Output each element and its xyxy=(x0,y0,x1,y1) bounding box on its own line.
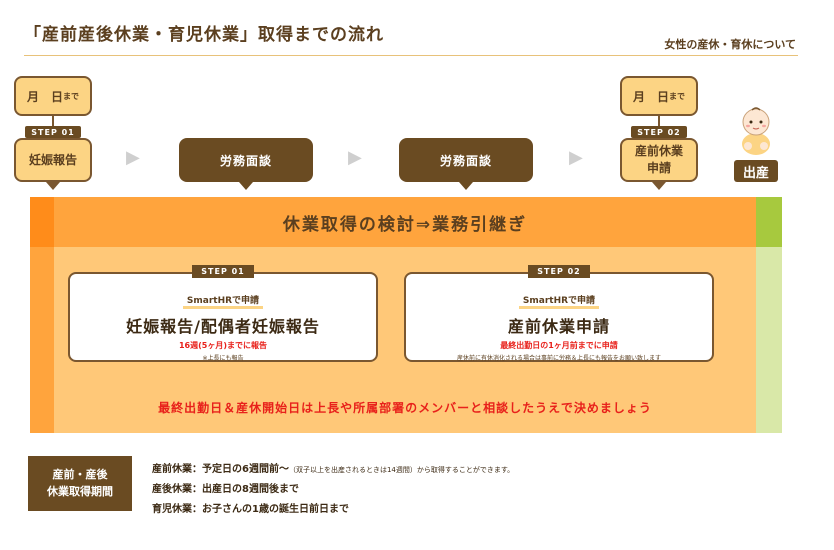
date-connector-1 xyxy=(52,116,54,126)
meeting1-label: 労務面談 xyxy=(219,153,272,168)
prenatal-period-note: （双子以上を出産されるときは14週間）から取得することができます。 xyxy=(288,466,515,474)
hr-meeting-1[interactable]: 労務面談 xyxy=(179,138,313,182)
step-tag-2: STEP 02 xyxy=(631,126,687,138)
step2-card[interactable]: SmartHRで申請 産前休業申請 最終出勤日の1ヶ月前までに申請 産休前に有休… xyxy=(404,272,714,362)
prenatal-period-line: 産前休業：予定日の6週間前〜（双子以上を出産されるときは14週間）から取得するこ… xyxy=(152,460,514,475)
prenatal-period-main: 産前休業：予定日の6週間前〜 xyxy=(152,464,289,475)
left-accent-strip xyxy=(30,247,54,433)
warning-text: 最終出勤日＆産休開始日は上長や所属部署のメンバーと相談したうえで決めましょう xyxy=(158,401,652,415)
period-label-line2: 休業取得期間 xyxy=(47,484,113,498)
left-accent-strip-top xyxy=(30,197,54,247)
date-connector-2 xyxy=(658,116,660,126)
date-month-day: 月 日 xyxy=(26,89,63,104)
leave-period-label: 産前・産後 休業取得期間 xyxy=(28,456,132,511)
deadline-date-box-2: 月 日 まで xyxy=(620,76,698,116)
deadline-date-box-1: 月 日 まで xyxy=(14,76,92,116)
baby-icon xyxy=(742,107,770,155)
hr-meeting-2[interactable]: 労務面談 xyxy=(399,138,533,182)
childcare-period-line: 育児休業：お子さんの1歳の誕生日前日まで xyxy=(152,504,349,515)
pregnancy-report-step[interactable]: 妊娠報告 xyxy=(14,138,92,182)
right-accent-strip xyxy=(756,247,782,433)
step2-label-line1: 産前休業 xyxy=(634,144,683,159)
step1-label: 妊娠報告 xyxy=(28,152,77,167)
date-suffix: まで xyxy=(669,91,685,101)
step1-card-title: 妊娠報告/配偶者妊娠報告 xyxy=(126,317,320,336)
period-label-line1: 産前・産後 xyxy=(52,468,108,481)
date-month-day: 月 日 xyxy=(632,89,669,104)
meeting2-label: 労務面談 xyxy=(439,153,492,168)
step2-pointer xyxy=(652,182,666,190)
date-suffix: まで xyxy=(63,91,79,101)
step1-pointer xyxy=(46,182,60,190)
step-tag-1: STEP 01 xyxy=(25,126,81,138)
page-title: 「産前産後休業・育児休業」取得までの流れ xyxy=(24,25,384,45)
step1-card[interactable]: SmartHRで申請 妊娠報告/配偶者妊娠報告 16週(5ヶ月)までに報告 ※上… xyxy=(68,272,378,362)
birth-label: 出産 xyxy=(734,160,778,182)
step1-deadline-note: 16週(5ヶ月)までに報告 xyxy=(178,341,267,350)
meeting2-pointer xyxy=(459,182,473,190)
smarthr-label: SmartHRで申請 xyxy=(182,293,264,309)
arrow-right-icon: ▶ xyxy=(569,147,583,168)
meeting1-pointer xyxy=(239,182,253,190)
header-divider xyxy=(24,55,798,56)
step1-tiny-note: ※上長にも報告 xyxy=(202,355,244,362)
postnatal-period-line: 産後休業：出産日の8週間後まで xyxy=(152,484,299,495)
arrow-right-icon: ▶ xyxy=(126,147,140,168)
step2-label-line2: 申請 xyxy=(646,161,671,175)
step2-deadline-note: 最終出勤日の1ヶ月前までに申請 xyxy=(500,341,618,350)
right-accent-strip-top xyxy=(756,197,782,247)
panel-header: 休業取得の検討⇒業務引継ぎ xyxy=(54,197,756,247)
step2-card-title: 産前休業申請 xyxy=(507,317,610,336)
smarthr-label: SmartHRで申請 xyxy=(518,293,600,309)
prenatal-leave-step[interactable]: 産前休業 申請 xyxy=(620,138,698,182)
step1-card-tag: STEP 01 xyxy=(192,265,254,278)
arrow-right-icon: ▶ xyxy=(348,147,362,168)
step2-tiny-note: 産休前に有休消化される場合は事前に労務＆上長にも報告をお願い致します xyxy=(456,355,661,362)
maternity-leave-link[interactable]: 女性の産休・育休について xyxy=(664,38,796,51)
step2-card-tag: STEP 02 xyxy=(528,265,590,278)
